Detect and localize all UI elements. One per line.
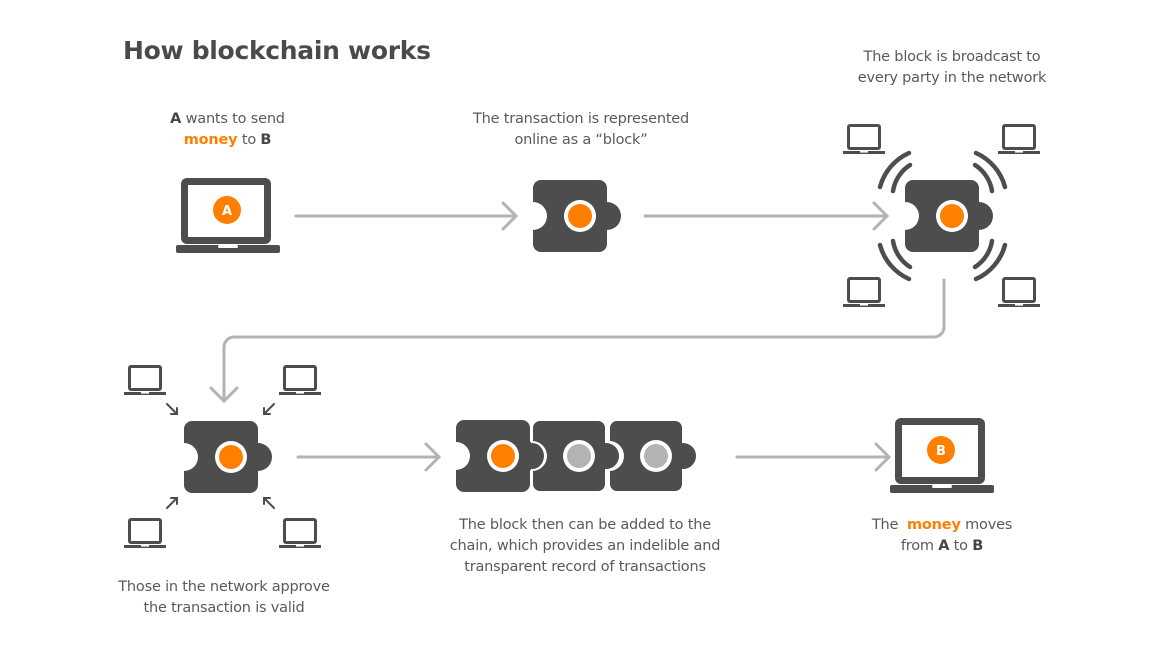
caption-block-line1: The transaction is represented bbox=[472, 111, 690, 127]
caption-receive-from-label: from bbox=[900, 538, 939, 554]
chain-block-existing bbox=[608, 419, 698, 493]
caption-approve: Those in the network approve the transac… bbox=[100, 577, 348, 619]
chain-block-existing bbox=[531, 419, 621, 493]
chain-block-new bbox=[456, 420, 544, 492]
badge-a bbox=[213, 196, 241, 224]
page-title: How blockchain works bbox=[123, 36, 431, 65]
network-laptop-icon bbox=[843, 277, 885, 307]
caption-broadcast-line1: The block is broadcast to bbox=[863, 49, 1041, 65]
caption-chain: The block then can be added to the chain… bbox=[420, 515, 750, 578]
caption-chain-line2: chain, which provides an indelible and bbox=[449, 538, 721, 554]
network-laptop-icon bbox=[279, 365, 321, 395]
network-laptop-icon bbox=[279, 518, 321, 548]
caption-receive: The money moves from A to B bbox=[862, 515, 1022, 557]
blockchain-icon bbox=[456, 419, 698, 493]
caption-broadcast-line2: every party in the network bbox=[857, 70, 1047, 86]
arrow-broadcast-to-approve bbox=[209, 278, 946, 404]
arrow-block-to-broadcast bbox=[643, 201, 890, 231]
caption-send: A wants to send money to B bbox=[150, 109, 305, 151]
caption-receive-to: B bbox=[972, 538, 984, 554]
arrow-approve-to-chain bbox=[296, 442, 442, 472]
caption-receive-money: money bbox=[907, 517, 961, 533]
arrow-chain-to-receive bbox=[735, 442, 892, 472]
network-approve-icon bbox=[124, 365, 321, 548]
laptop-icon bbox=[890, 418, 994, 493]
network-laptop-icon bbox=[124, 518, 166, 548]
badge-a-label: A bbox=[222, 204, 232, 219]
caption-receive-from: A bbox=[938, 538, 950, 554]
caption-chain-line3: transparent record of transactions bbox=[464, 559, 706, 575]
caption-block-line2: online as a “block” bbox=[514, 132, 648, 148]
approve-arrows-icon bbox=[166, 403, 275, 509]
network-laptop-icon bbox=[843, 124, 885, 154]
badge-b bbox=[927, 436, 955, 464]
caption-send-actor: A bbox=[170, 111, 182, 127]
caption-receive-pre: The bbox=[871, 517, 908, 533]
caption-approve-line2: the transaction is valid bbox=[143, 600, 305, 616]
caption-receive-to-label: to bbox=[949, 538, 973, 554]
caption-block: The transaction is represented online as… bbox=[450, 109, 712, 151]
network-laptop-icon bbox=[124, 365, 166, 395]
caption-approve-line1: Those in the network approve bbox=[118, 579, 330, 595]
signal-waves-icon bbox=[877, 150, 1008, 282]
caption-send-text: wants to send bbox=[181, 111, 285, 127]
network-laptop-icon bbox=[998, 124, 1040, 154]
caption-receive-post: moves bbox=[960, 517, 1013, 533]
network-laptop-icon bbox=[998, 277, 1040, 307]
caption-broadcast: The block is broadcast to every party in… bbox=[836, 47, 1068, 89]
caption-send-target: B bbox=[260, 132, 272, 148]
caption-send-money: money bbox=[183, 132, 238, 148]
arrow-send-to-block bbox=[294, 201, 519, 231]
caption-chain-line1: The block then can be added to the bbox=[459, 517, 711, 533]
broadcast-block-icon bbox=[843, 124, 1040, 307]
caption-send-to: to bbox=[237, 132, 261, 148]
puzzle-block-icon bbox=[533, 180, 621, 252]
badge-b-label: B bbox=[936, 444, 946, 459]
